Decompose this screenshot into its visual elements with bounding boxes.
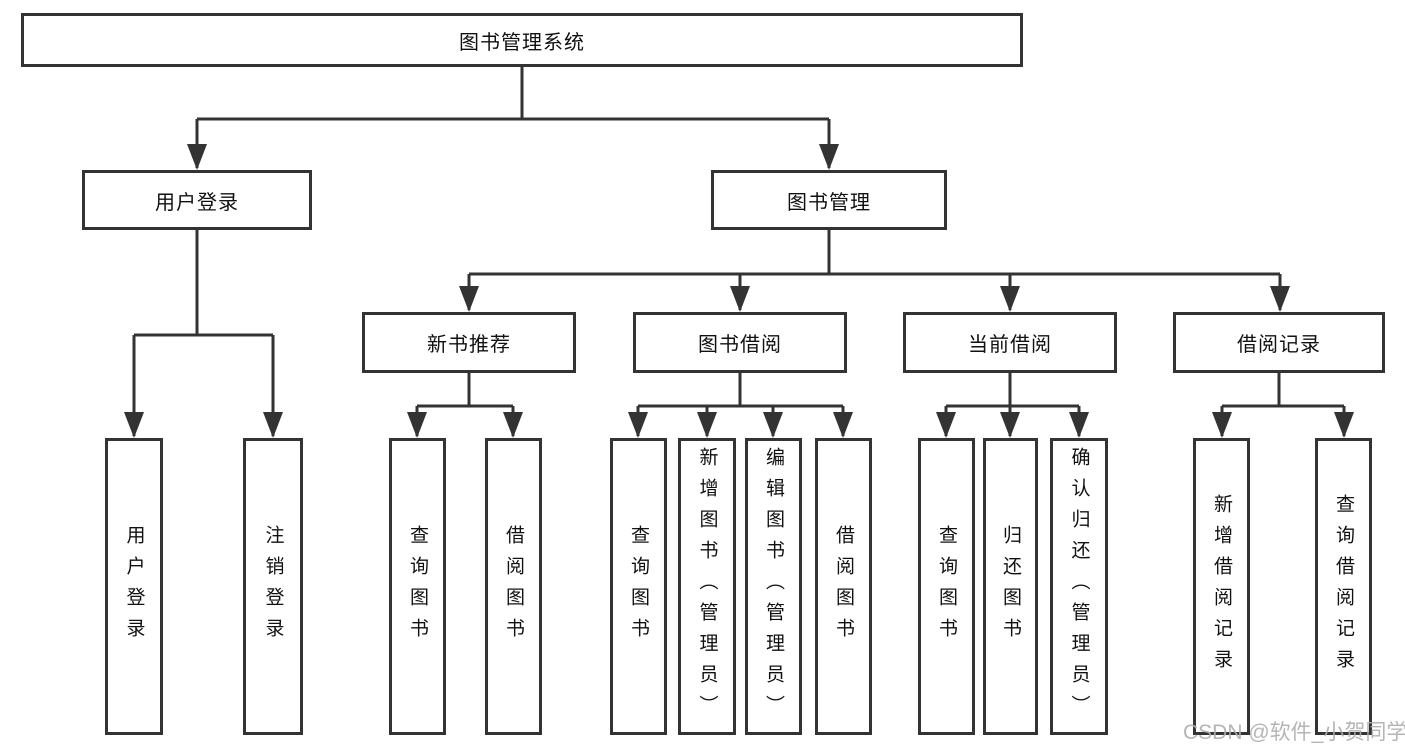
leaf-current-query-books: 查询图书	[918, 438, 975, 735]
node-library-management-system: 图书管理系统	[21, 13, 1023, 67]
csdn-watermark: CSDN @软件_小贺同学	[1183, 721, 1405, 744]
leaf-return-books: 归还图书	[983, 438, 1038, 735]
node-book-management: 图书管理	[711, 170, 947, 230]
arrowhead-icons	[124, 144, 1354, 438]
node-current-borrow: 当前借阅	[903, 312, 1117, 373]
leaf-add-borrow-record: 新增借阅记录	[1193, 438, 1250, 735]
leaf-user-login: 用户登录	[105, 438, 163, 735]
leaf-add-books-admin: 新增图书（管理员）	[678, 438, 736, 735]
node-new-book-recommend: 新书推荐	[362, 312, 576, 373]
tree-branches	[132, 67, 1346, 436]
leaf-recommend-query-books: 查询图书	[389, 438, 446, 735]
leaf-borrow-books: 借阅图书	[815, 438, 872, 735]
leaf-recommend-borrow-books: 借阅图书	[485, 438, 542, 735]
node-book-borrow: 图书借阅	[633, 312, 847, 373]
leaf-borrow-query-books: 查询图书	[610, 438, 667, 735]
leaf-edit-books-admin: 编辑图书（管理员）	[745, 438, 802, 735]
leaf-query-borrow-record: 查询借阅记录	[1315, 438, 1372, 735]
node-borrow-records: 借阅记录	[1173, 312, 1385, 373]
leaf-confirm-return-admin: 确认归还（管理员）	[1050, 438, 1108, 735]
node-user-login: 用户登录	[82, 170, 312, 230]
leaf-logout: 注销登录	[243, 438, 303, 735]
